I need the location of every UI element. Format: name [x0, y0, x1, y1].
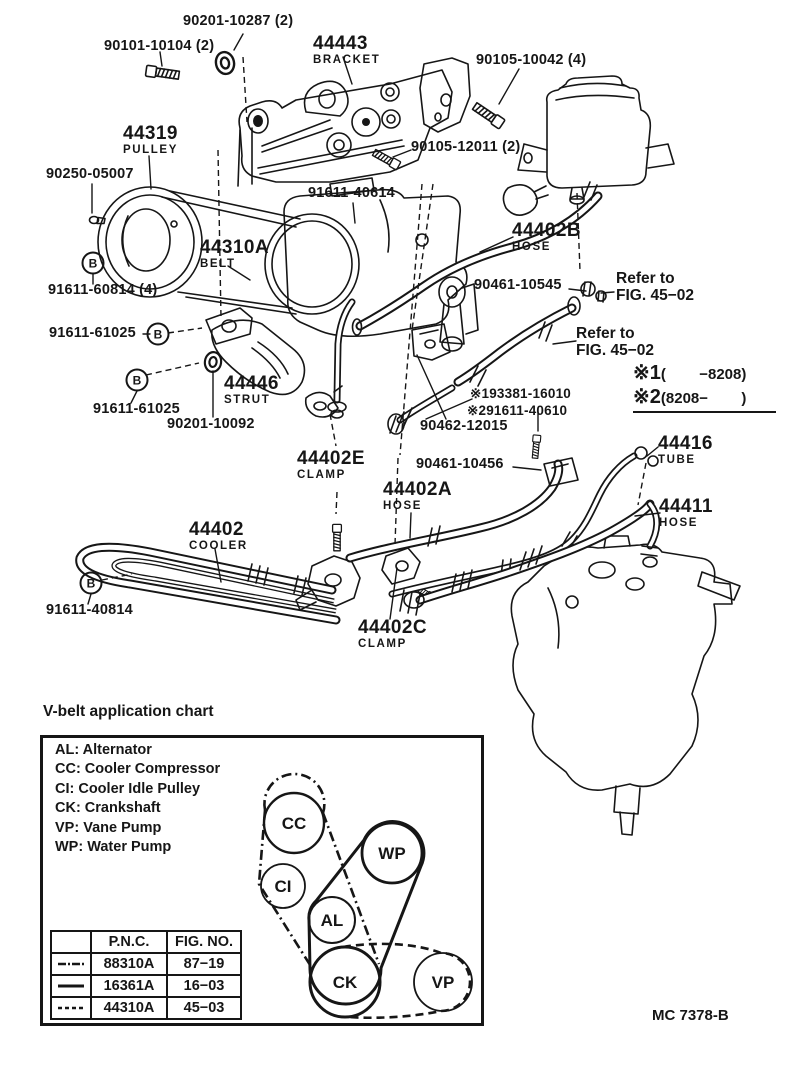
legend-item-cc: CC: Cooler Compressor — [55, 761, 221, 778]
bracket-drawing — [237, 57, 471, 187]
part-label-91611-61025-lower: 91611-61025 — [93, 401, 180, 417]
cell-fig: 87−19 — [166, 952, 242, 976]
cell-fig: 16−03 — [166, 974, 242, 998]
table-header-row: P.N.C. FIG. NO. — [50, 930, 242, 954]
b-symbol: B — [87, 577, 96, 591]
pulley-label-al: AL — [321, 911, 344, 930]
line-sample-dashed — [50, 996, 92, 1020]
pulley-label-cc: CC — [282, 814, 307, 833]
production-note-1: ※1( −8208) — [633, 362, 747, 384]
line-sample-solid — [50, 974, 92, 998]
part-label-90105-10042: 90105-10042 (4) — [476, 52, 587, 68]
hose-44402a-drawing — [345, 459, 564, 563]
part-label-91611-40814: 91611-40814 — [46, 602, 133, 618]
table-row: 88310A 87−19 — [50, 952, 242, 976]
pulley-label-ci: CI — [275, 877, 292, 896]
part-label-90201-10287: 90201-10287 (2) — [183, 13, 294, 29]
legend-item-ci: CI: Cooler Idle Pulley — [55, 780, 201, 797]
part-label-91611-60814: 91611-60814 (4) — [48, 282, 158, 298]
pulley-drawing — [97, 186, 360, 315]
tube-44416-drawing — [388, 446, 659, 598]
line-sample-dashdot — [50, 952, 92, 976]
leader-lines — [87, 33, 661, 620]
part-label-91611-40610: ※291611-40610 — [467, 403, 568, 418]
part-label-90250-05007: 90250-05007 — [46, 166, 134, 182]
part-label-90462-12015: 90462-12015 — [420, 418, 508, 434]
drawing-code: MC 7378-B — [652, 1007, 729, 1024]
belt-dashdot-88310a — [257, 772, 381, 969]
grommet-90461-10545-drawing — [580, 281, 607, 303]
belt-solid-16361a — [307, 820, 426, 1006]
header-fig-no: FIG. NO. — [166, 930, 242, 954]
pulley-label-ck: CK — [333, 973, 358, 992]
b-symbol: B — [89, 257, 98, 271]
cell-pnc: 88310A — [90, 952, 168, 976]
reservoir-drawing — [517, 75, 675, 205]
legend-item-wp: WP: Water Pump — [55, 839, 172, 856]
vbelt-chart-title: V-belt application chart — [43, 703, 214, 720]
pulley-label-vp: VP — [432, 973, 455, 992]
b-washer-symbols: B B B B — [79, 251, 170, 595]
production-note-2: ※2(8208− ) — [633, 384, 776, 413]
cell-pnc: 44310A — [90, 996, 168, 1020]
legend-item-vp: VP: Vane Pump — [55, 819, 162, 836]
header-pnc: P.N.C. — [90, 930, 168, 954]
clamp-44402c-drawing — [381, 547, 421, 585]
b-symbol: B — [154, 328, 163, 342]
part-label-90461-10545: 90461-10545 — [474, 277, 562, 293]
header-line-sample — [50, 930, 92, 954]
steering-gear-drawing — [510, 535, 741, 836]
b-symbol: B — [133, 374, 142, 388]
vbelt-routing-diagram: CC CI WP AL CK VP — [257, 772, 473, 1020]
strut-drawing — [205, 307, 306, 396]
clamp-90461-10456-drawing — [543, 457, 579, 487]
part-label-90105-12011: 90105-12011 (2) — [411, 139, 521, 155]
part-label-91611-61025-upper: 91611-61025 — [49, 325, 136, 341]
part-label-90101-10104: 90101-10104 (2) — [104, 38, 215, 54]
cooler-drawing — [75, 542, 341, 625]
cell-pnc: 16361A — [90, 974, 168, 998]
part-label-90461-10456: 90461-10456 — [416, 456, 504, 472]
part-label-91611-40614: 91611-40614 — [308, 185, 395, 201]
part-label-90201-10092: 90201-10092 — [167, 416, 255, 432]
pnc-fig-table: P.N.C. FIG. NO. 88310A 87−19 16361A 16−0… — [50, 930, 242, 1020]
part-label-93381-16010: ※193381-16010 — [470, 386, 571, 401]
vbelt-chart-box — [40, 735, 484, 1026]
legend-item-al: AL: Alternator — [55, 742, 152, 758]
hose-44411-drawing — [399, 499, 661, 616]
cell-fig: 45−03 — [166, 996, 242, 1020]
belt-dashed-44310a — [342, 942, 472, 1020]
junction-block-drawing — [295, 555, 361, 611]
pulley-label-wp: WP — [378, 844, 405, 863]
link-arm-drawing — [411, 276, 479, 361]
dashed-lines — [101, 56, 647, 581]
hose-44402b-drawing — [351, 181, 603, 336]
vbelt-legend: AL: Alternator CC: Cooler Compressor CI:… — [55, 741, 220, 857]
belt-drawing — [161, 190, 301, 315]
pump-drawing — [283, 177, 468, 419]
legend-item-ck: CK: Crankshaft — [55, 800, 161, 817]
table-row: 44310A 45−03 — [50, 996, 242, 1020]
table-row: 16361A 16−03 — [50, 974, 242, 998]
